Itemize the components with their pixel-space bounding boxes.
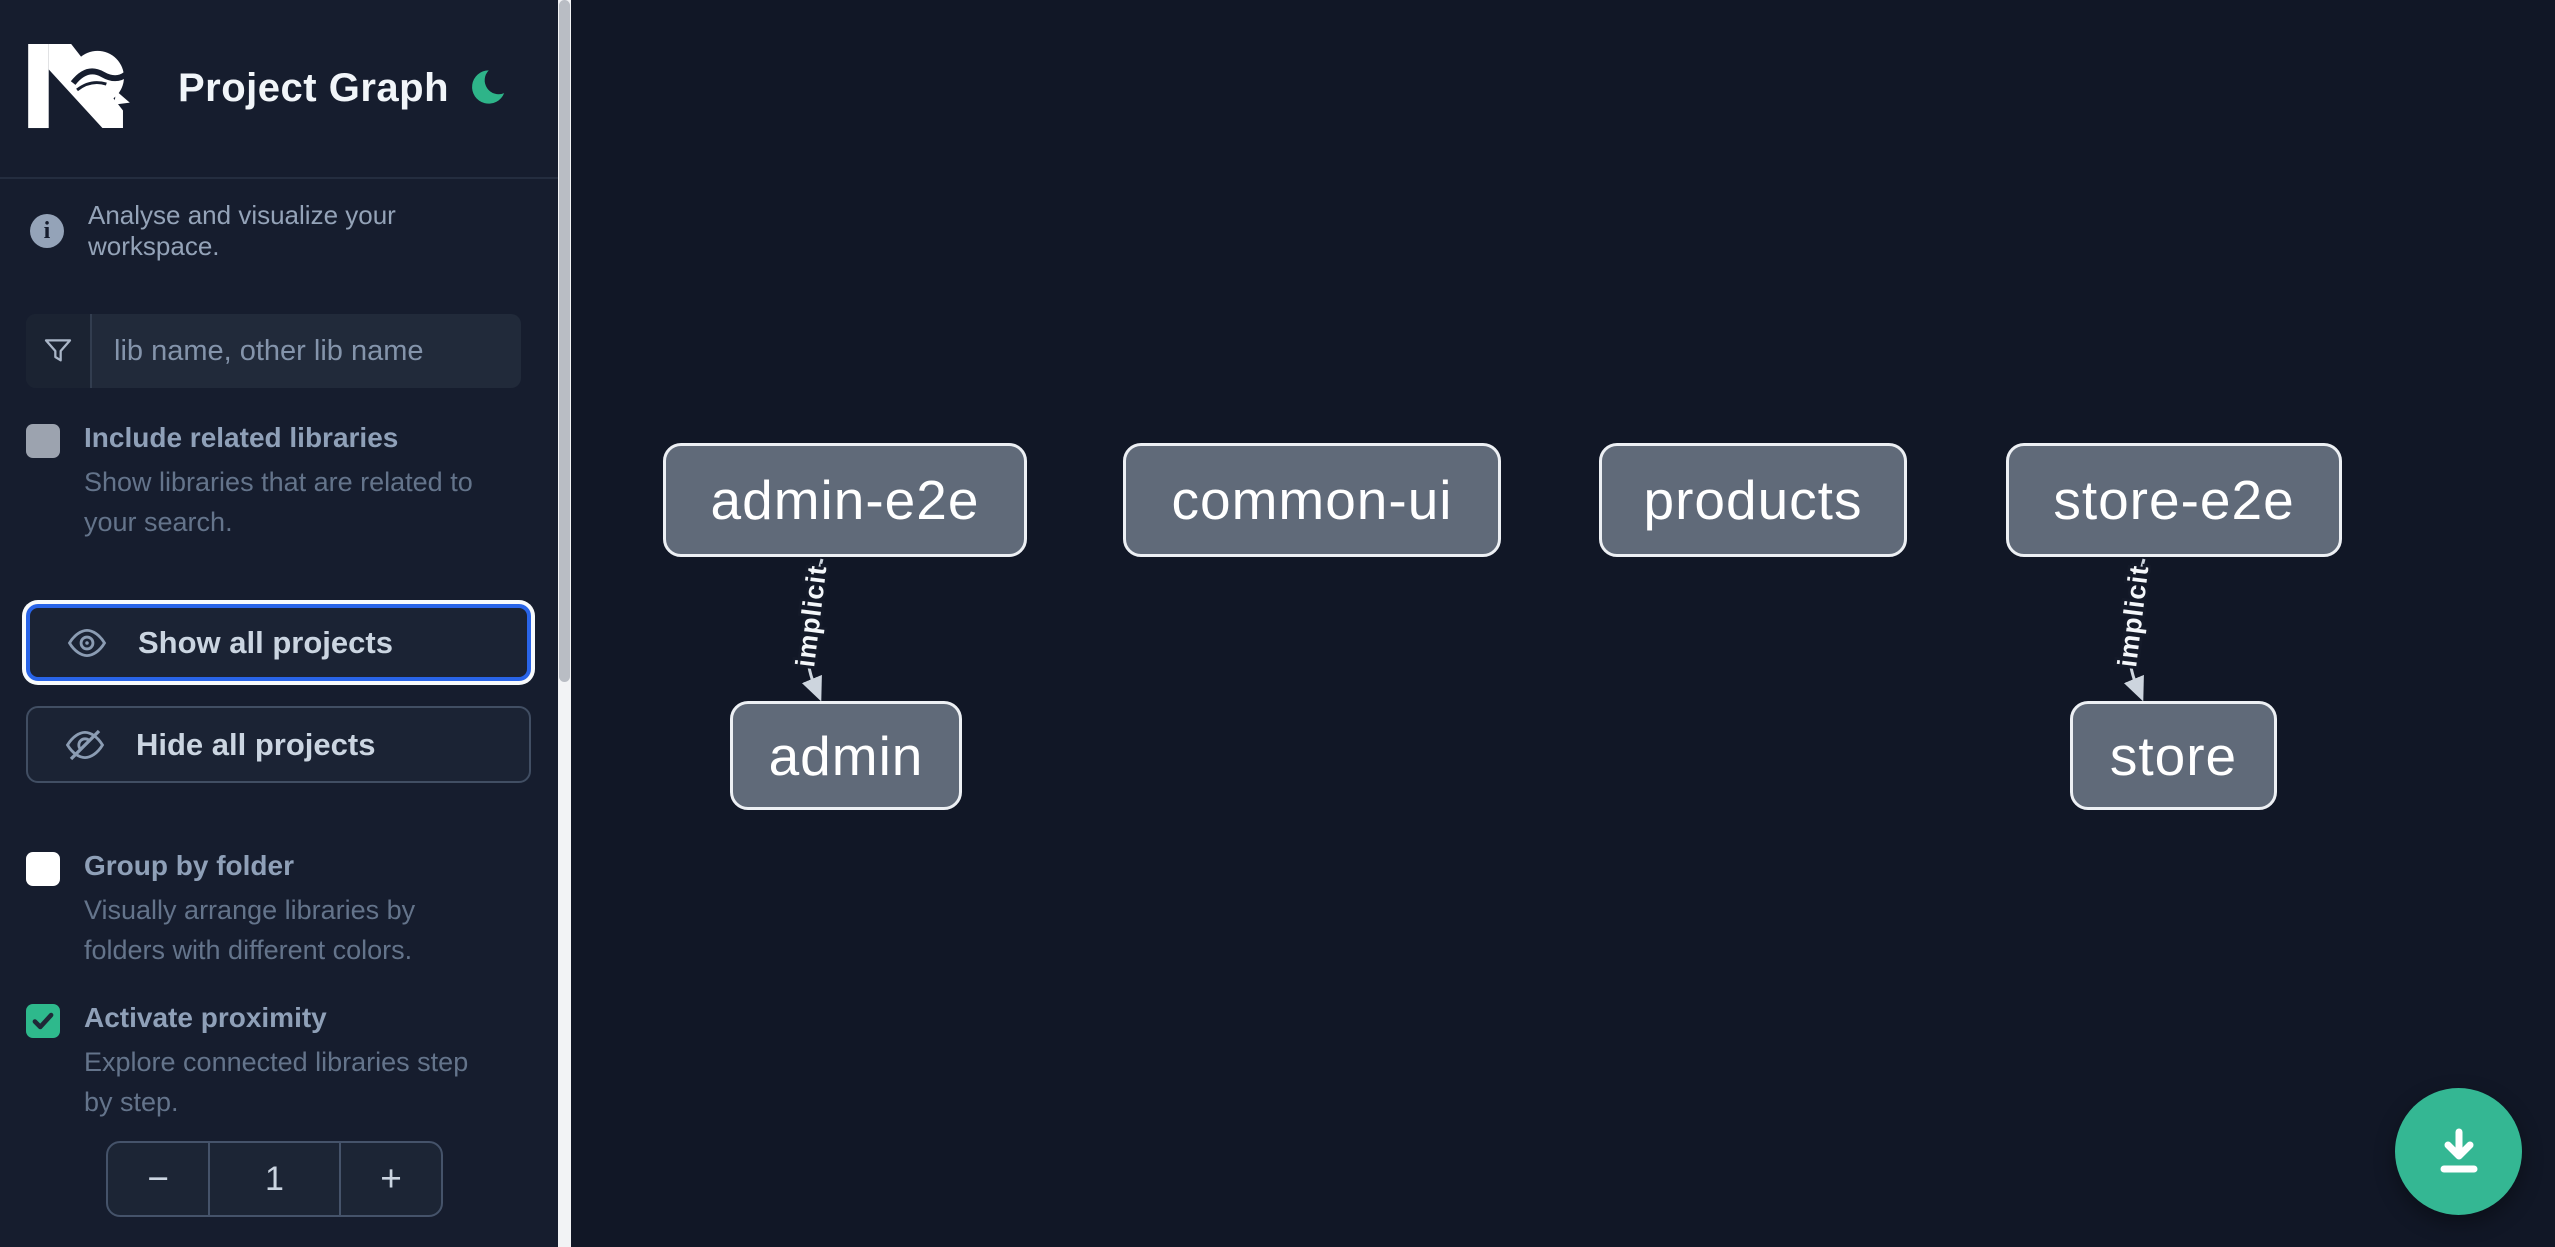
graph-node-common-ui[interactable]: common-ui (1123, 443, 1501, 557)
proximity-depth-stepper: − 1 + (106, 1141, 443, 1217)
info-icon: i (30, 214, 64, 248)
group-by-folder-desc: Visually arrange libraries by folders wi… (84, 895, 416, 965)
checkmark-icon (32, 1012, 54, 1030)
decrement-button[interactable]: − (108, 1143, 208, 1215)
activate-proximity-checkbox[interactable] (26, 1004, 60, 1038)
hide-all-projects-button[interactable]: Hide all projects (26, 706, 531, 783)
include-related-desc: Show libraries that are related to your … (84, 467, 473, 537)
eye-icon (67, 628, 107, 657)
increment-button[interactable]: + (341, 1143, 441, 1215)
include-related-checkbox[interactable] (26, 424, 60, 458)
group-by-folder-checkbox[interactable] (26, 852, 60, 886)
graph-node-products[interactable]: products (1599, 443, 1907, 557)
graph-node-store-e2e[interactable]: store-e2e (2006, 443, 2342, 557)
group-by-folder-label: Group by folder (84, 850, 294, 881)
show-all-projects-button[interactable]: Show all projects (26, 604, 531, 681)
workspace-tagline: Analyse and visualize your workspace. (88, 200, 396, 261)
option-group-by-folder: Group by folder Visually arrange librari… (26, 848, 532, 970)
graph-edge-store-e2e-store[interactable]: implicit (2109, 558, 2157, 702)
activate-proximity-text: Activate proximity Explore connected lib… (84, 1000, 532, 1122)
sidebar: Project Graph i Analyse and visualize yo… (0, 0, 558, 1247)
hide-all-projects-label: Hide all projects (136, 726, 376, 762)
moon-icon (472, 70, 505, 104)
option-include-related: Include related libraries Show libraries… (26, 420, 532, 542)
project-graph-canvas[interactable]: implicit implicit admin-e2e common-ui pr… (571, 0, 2555, 1247)
funnel-filter-icon (44, 339, 72, 362)
group-by-folder-text: Group by folder Visually arrange librari… (84, 848, 532, 970)
sidebar-scrollbar-track[interactable] (558, 0, 571, 1247)
graph-edges-layer: implicit implicit (787, 558, 2157, 702)
graph-node-admin-e2e[interactable]: admin-e2e (663, 443, 1027, 557)
eye-off-icon (65, 729, 105, 760)
activate-proximity-desc: Explore connected libraries step by step… (84, 1047, 469, 1117)
nx-logo (28, 44, 130, 129)
activate-proximity-label: Activate proximity (84, 1002, 327, 1033)
download-graph-button[interactable] (2395, 1088, 2522, 1215)
edge-label-implicit: implicit (790, 563, 832, 668)
show-all-projects-label: Show all projects (138, 624, 393, 660)
graph-node-store[interactable]: store (2070, 701, 2277, 810)
include-related-text: Include related libraries Show libraries… (84, 420, 532, 542)
page-title: Project Graph (178, 66, 450, 110)
include-related-label: Include related libraries (84, 422, 399, 453)
theme-toggle-button[interactable] (466, 66, 508, 108)
download-icon (2440, 1128, 2477, 1172)
workspace-tagline-row: i Analyse and visualize your workspace. (30, 200, 530, 262)
header-divider (0, 177, 558, 179)
option-activate-proximity: Activate proximity Explore connected lib… (26, 1000, 532, 1122)
proximity-depth-value[interactable]: 1 (208, 1143, 341, 1215)
graph-node-admin[interactable]: admin (730, 701, 962, 810)
sidebar-scrollbar-thumb[interactable] (559, 0, 570, 682)
search-box (26, 314, 521, 388)
search-input[interactable] (92, 314, 521, 388)
graph-edge-admin-e2e-admin[interactable]: implicit (787, 558, 835, 702)
edge-label-implicit: implicit (2112, 563, 2154, 668)
filter-icon-cell (26, 314, 92, 388)
